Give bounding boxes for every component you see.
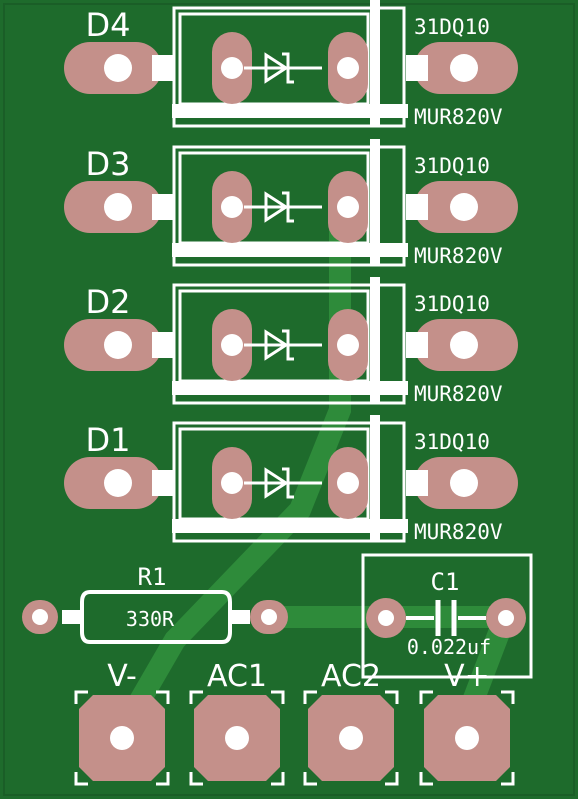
diode-package-outline [172, 6, 406, 128]
diode-inner-hole-right [337, 57, 359, 79]
terminal-hole [455, 726, 479, 750]
diode-package-outline [172, 145, 406, 267]
diode-hole-right [450, 469, 478, 497]
terminal-corner-marks [419, 690, 515, 786]
diode-heatsink-bar [370, 415, 380, 541]
diode-part-top: 31DQ10 [414, 292, 490, 316]
diode-heatsink-bar [370, 0, 380, 126]
terminal-hole [110, 726, 134, 750]
diode-tab [172, 519, 408, 533]
resistor-lead-right [230, 610, 250, 624]
diode-hole-right [450, 54, 478, 82]
diode-hole-left [104, 54, 132, 82]
capacitor-hole-right [498, 610, 514, 626]
diode-tab [172, 243, 408, 257]
terminal: AC2 [303, 659, 399, 786]
diode-symbol-bar [282, 329, 294, 361]
terminal-corner-marks [189, 690, 285, 786]
diode-lead-left [152, 470, 174, 496]
capacitor-outline [361, 553, 533, 679]
resistor-lead-left [62, 610, 82, 624]
diode-lead-right [406, 194, 428, 220]
diode-lead-left [152, 55, 174, 81]
diode-ref: D1 [86, 421, 131, 459]
capacitor-ref: C1 [431, 568, 460, 596]
diode-inner-hole-right [337, 196, 359, 218]
diode-symbol-bar [282, 52, 294, 84]
diode-part-top: 31DQ10 [414, 154, 490, 178]
capacitor-hole-left [378, 610, 394, 626]
diode-ref: D3 [86, 145, 131, 183]
terminal-label: V- [107, 659, 137, 694]
capacitor-value: 0.022uf [407, 635, 491, 659]
diode-lead-left [152, 332, 174, 358]
diode-lead-right [406, 55, 428, 81]
diode-part-bottom: MUR820V [414, 382, 503, 406]
terminal-label: AC2 [321, 659, 381, 694]
diode-hole-left [104, 193, 132, 221]
diode-inner-hole-left [221, 57, 243, 79]
resistor-ref: R1 [138, 563, 167, 591]
terminal-corner-marks [303, 690, 399, 786]
resistor-hole-right [261, 609, 277, 625]
board-edge [3, 3, 575, 796]
diode-package-outline [172, 421, 406, 543]
terminal: V+ [419, 659, 515, 786]
diode-part-bottom: MUR820V [414, 520, 503, 544]
diode-part-bottom: MUR820V [414, 244, 503, 268]
diode-inner-hole-right [337, 334, 359, 356]
diode-part-top: 31DQ10 [414, 15, 490, 39]
diode-part-top: 31DQ10 [414, 430, 490, 454]
terminal-row: V- AC1 AC2 V+ [74, 659, 515, 786]
terminal-label: V+ [444, 659, 490, 694]
diode-lead-right [406, 332, 428, 358]
diode-hole-right [450, 193, 478, 221]
capacitor-c1: C1 0.022uf [361, 553, 533, 679]
diode-symbol-bar [282, 467, 294, 499]
diode-symbol-bar [282, 191, 294, 223]
terminal: V- [74, 659, 170, 786]
terminal-corner-marks [74, 690, 170, 786]
diode-symbol-triangle [264, 52, 289, 84]
terminal-label: AC1 [207, 659, 267, 694]
diode-part-bottom: MUR820V [414, 105, 503, 129]
diode-lead-left [152, 194, 174, 220]
diode-lead-right [406, 470, 428, 496]
diode-package-outline [172, 283, 406, 405]
resistor-r1: R1 330R [22, 563, 288, 644]
terminal: AC1 [189, 659, 285, 786]
terminal-hole [339, 726, 363, 750]
diode-heatsink-bar [370, 277, 380, 403]
diode-hole-left [104, 331, 132, 359]
diode-ref: D4 [86, 6, 131, 44]
diode-inner-hole-left [221, 196, 243, 218]
diode-heatsink-bar [370, 139, 380, 265]
terminal-hole [225, 726, 249, 750]
resistor-hole-left [32, 609, 48, 625]
diode-inner-hole-right [337, 472, 359, 494]
diode-ref: D2 [86, 283, 131, 321]
diode-tab [172, 104, 408, 118]
diode-symbol-triangle [264, 191, 289, 223]
resistor-outline [80, 590, 232, 644]
diode-inner-hole-left [221, 334, 243, 356]
diode-symbol-triangle [264, 329, 289, 361]
diode-hole-left [104, 469, 132, 497]
diode-symbol-triangle [264, 467, 289, 499]
diode-inner-hole-left [221, 472, 243, 494]
diode-hole-right [450, 331, 478, 359]
resistor-value: 330R [126, 607, 175, 631]
diode-tab [172, 381, 408, 395]
